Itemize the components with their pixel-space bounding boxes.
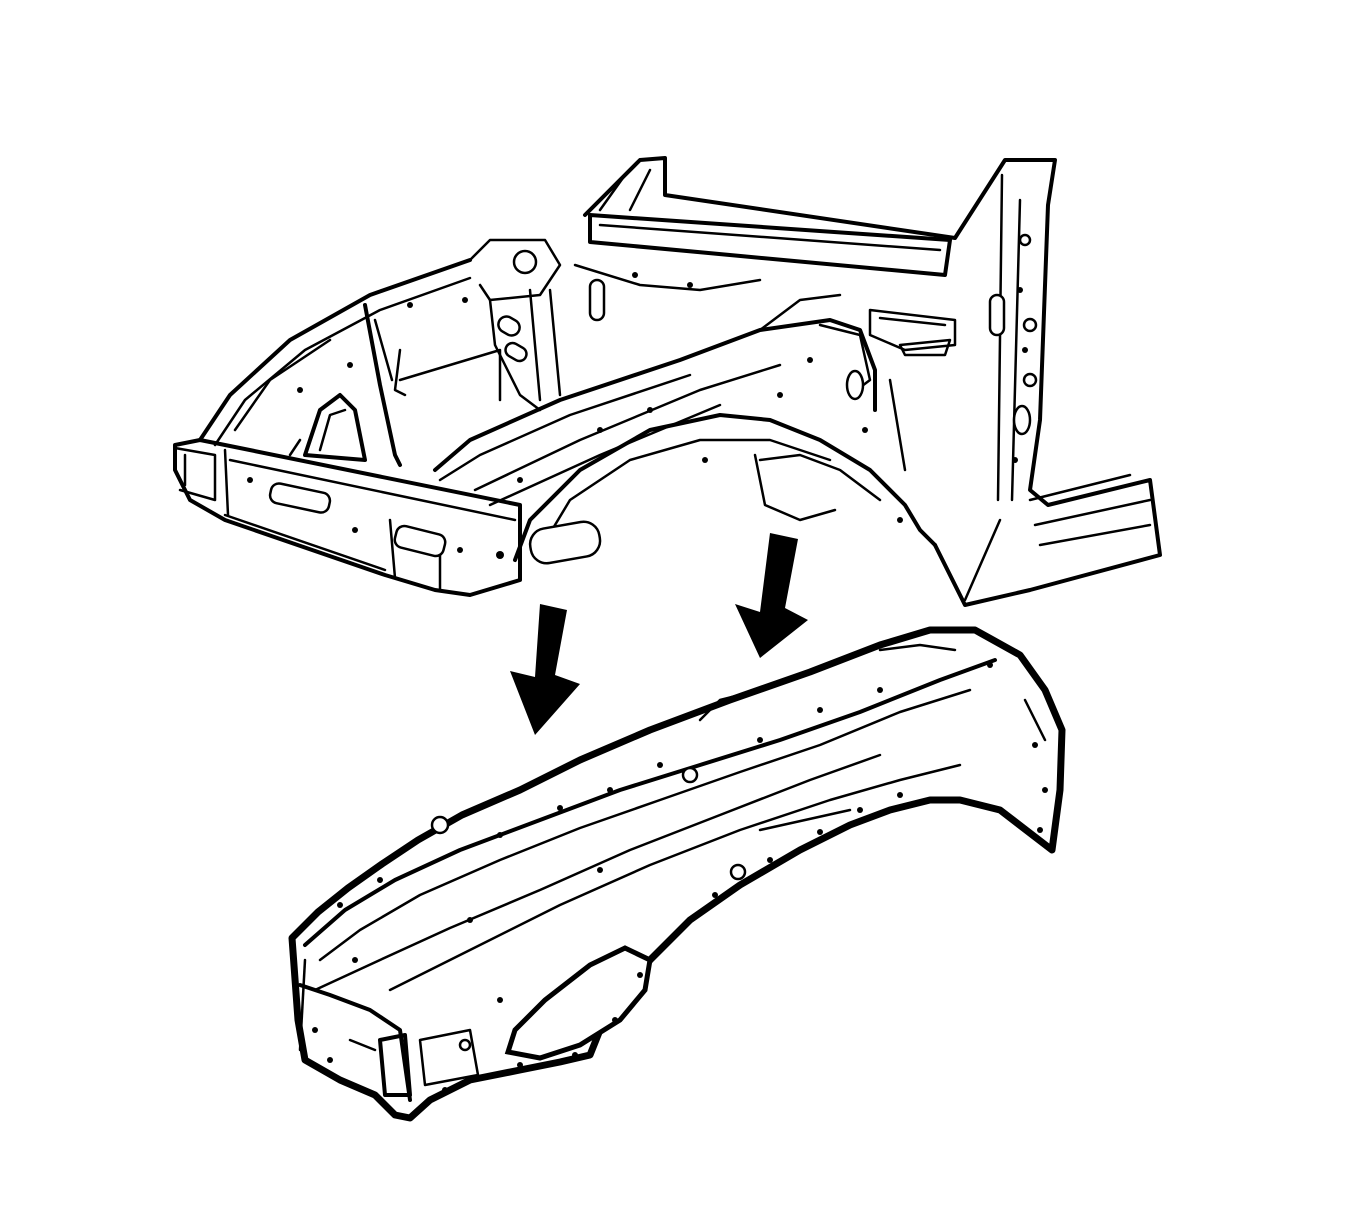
arrow-left — [510, 604, 580, 735]
rivet-dots — [312, 662, 1048, 1093]
fender-wheelhouse-panel — [288, 626, 1066, 1122]
front-body-structure — [173, 156, 1162, 607]
arrow-right — [735, 533, 808, 658]
